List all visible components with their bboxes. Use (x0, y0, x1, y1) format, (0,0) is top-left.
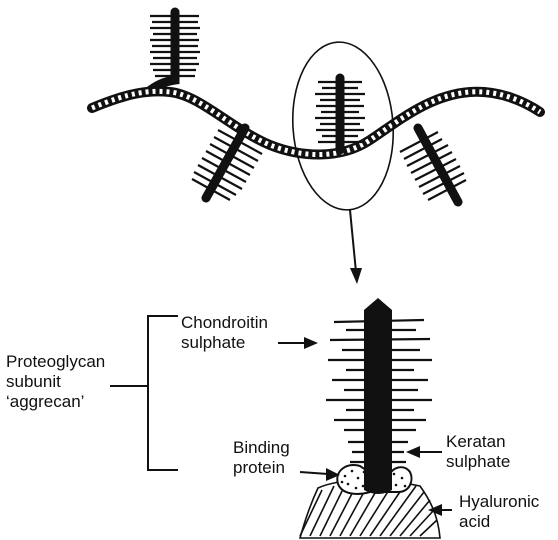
keratan-label: Keratan sulphate (446, 432, 510, 472)
proteoglycan-line-3: ‘aggrecan’ (6, 392, 105, 412)
binding-line-2: protein (233, 458, 290, 478)
proteoglycan-line-1: Proteoglycan (6, 352, 105, 372)
proteoglycan-line-2: subunit (6, 372, 105, 392)
chondroitin-arrow (278, 337, 318, 349)
keratan-line-1: Keratan (446, 432, 510, 452)
keratan-arrow (406, 446, 442, 458)
enlarged-subunit (300, 298, 440, 538)
proteoglycan-label: Proteoglycan subunit ‘aggrecan’ (6, 352, 105, 412)
chondroitin-label: Chondroitin sulphate (181, 313, 268, 353)
binding-line-1: Binding (233, 438, 290, 458)
core-protein (364, 298, 392, 494)
chondroitin-line-1: Chondroitin (181, 313, 268, 333)
hyaluronic-line-2: acid (459, 512, 539, 532)
hyaluronic-chain (92, 91, 540, 154)
binding-protein-label: Binding protein (233, 438, 290, 478)
lower-right-subunit (400, 128, 466, 202)
keratan-line-2: sulphate (446, 452, 510, 472)
top-left-subunit (148, 12, 200, 92)
zoom-arrow (350, 210, 362, 284)
aggrecan-bracket (110, 316, 178, 470)
hyaluronic-label: Hyaluronic acid (459, 492, 539, 532)
chondroitin-line-2: sulphate (181, 333, 268, 353)
hyaluronic-line-1: Hyaluronic (459, 492, 539, 512)
binding-protein-arrow (300, 468, 340, 481)
